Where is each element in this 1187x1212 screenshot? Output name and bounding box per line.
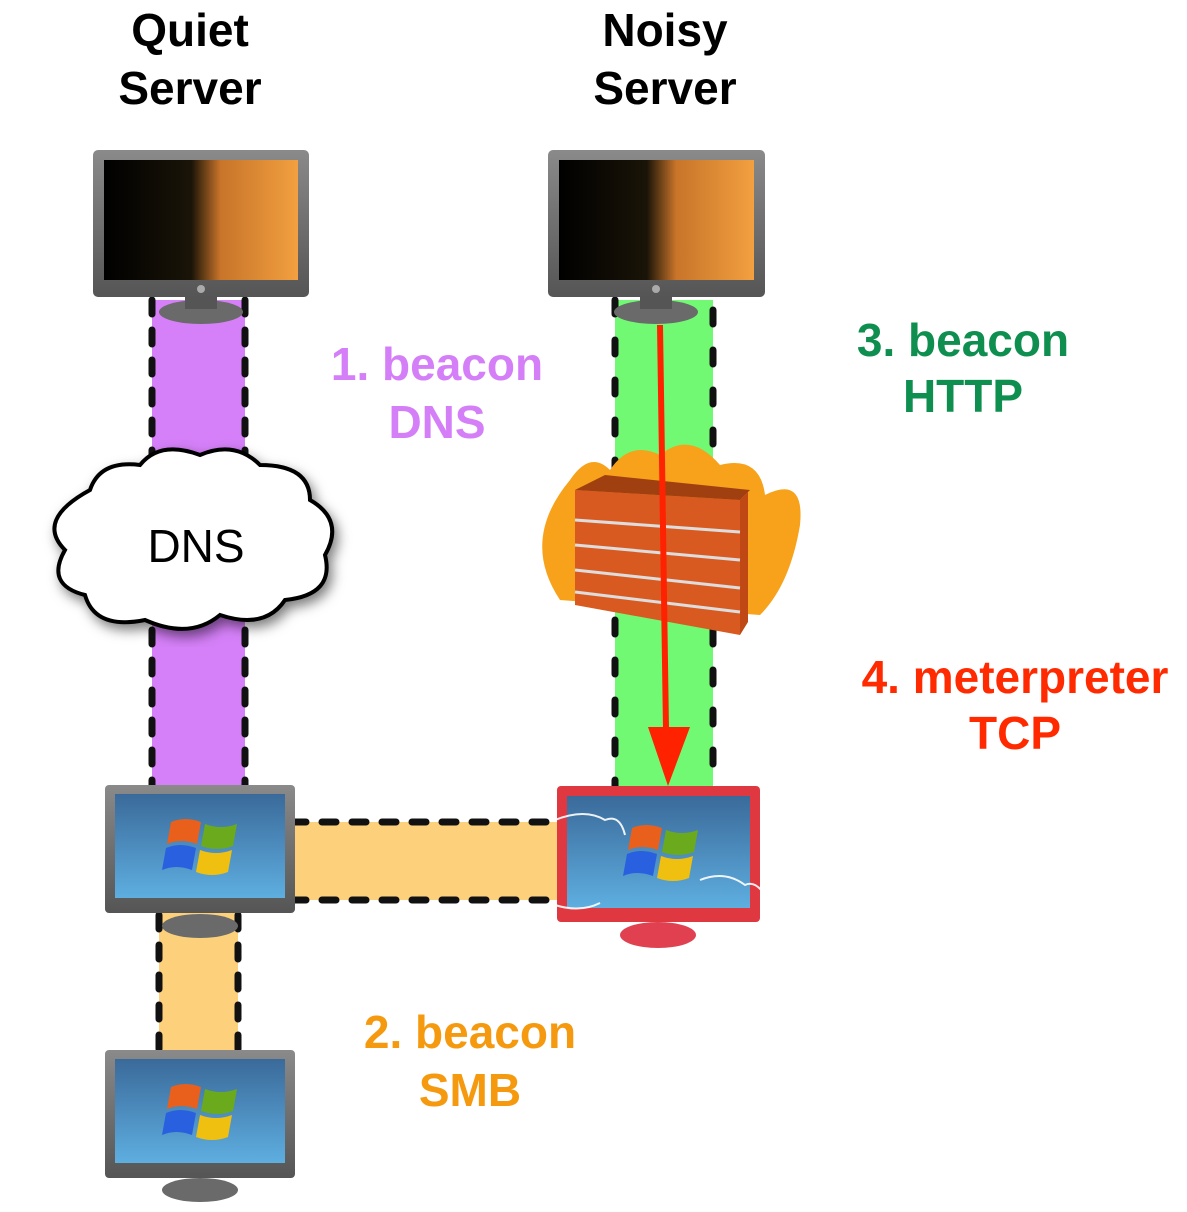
smb-channel-band-horizontal (288, 818, 564, 904)
quiet-server-title-line2: Server (118, 62, 261, 114)
dns-step-label: 1. beacon (331, 338, 543, 390)
quiet-server-title-line1: Quiet (131, 4, 249, 56)
compromised-windows-monitor-icon (554, 786, 766, 948)
windows-monitor-icon (105, 785, 295, 938)
firewall-icon (542, 444, 801, 635)
dns-protocol-label: DNS (388, 396, 485, 448)
tcp-protocol-label: TCP (969, 707, 1061, 759)
dns-cloud-label: DNS (147, 520, 244, 572)
smb-protocol-label: SMB (419, 1064, 521, 1116)
http-step-label: 3. beacon (857, 314, 1069, 366)
smb-step-label: 2. beacon (364, 1006, 576, 1058)
windows-monitor-icon (105, 1050, 295, 1202)
quiet-server-monitor-icon (93, 150, 309, 324)
tcp-step-label: 4. meterpreter (862, 651, 1169, 703)
arrow-down-icon (648, 324, 690, 786)
noisy-server-title-line2: Server (593, 62, 736, 114)
noisy-server-monitor-icon (548, 150, 765, 324)
dns-cloud-icon (52, 447, 335, 631)
noisy-server-title-line1: Noisy (602, 4, 728, 56)
http-protocol-label: HTTP (903, 370, 1023, 422)
